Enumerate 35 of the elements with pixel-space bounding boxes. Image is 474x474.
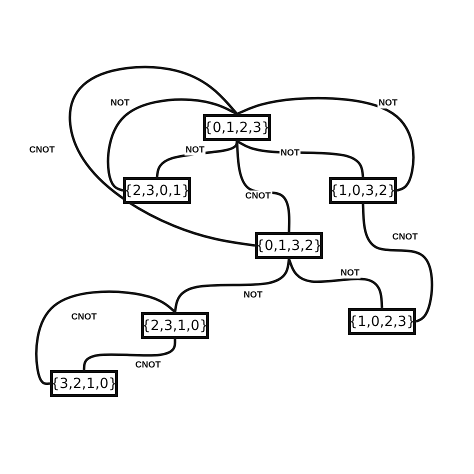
state-box <box>329 177 397 204</box>
edge-label: CNOT <box>134 360 162 370</box>
connector-line <box>156 140 238 178</box>
state-label: {2,3,0,1} <box>124 182 190 198</box>
edge-label: CNOT <box>28 144 56 156</box>
state-box <box>141 312 209 339</box>
connector-line <box>288 258 384 308</box>
connector-line <box>236 96 415 192</box>
state-box <box>348 308 416 335</box>
connector-line <box>174 258 290 312</box>
connector-line <box>106 98 238 192</box>
connector-line <box>35 290 176 385</box>
state-box <box>203 114 271 141</box>
connector-line <box>68 66 256 247</box>
edge-label: NOT <box>110 98 130 108</box>
connector-line <box>362 204 434 323</box>
edge-label: NOT <box>184 144 206 156</box>
state-box <box>50 370 118 397</box>
state-label: {0,1,2,3} <box>204 120 270 136</box>
state-box <box>123 177 191 204</box>
state-label: {1,0,3,2} <box>330 182 396 198</box>
state-label: {3,2,1,0} <box>50 376 118 392</box>
edge-label: CNOT <box>244 190 272 202</box>
edge-label: NOT <box>340 268 360 278</box>
edge-label: CNOT <box>391 232 419 242</box>
state-label: {0,1,3,2} <box>256 238 322 254</box>
edge-label: NOT <box>378 98 398 108</box>
connector-line <box>236 140 364 178</box>
edge-label: NOT <box>242 290 264 300</box>
state-label: {1,0,2,3} <box>348 314 416 330</box>
state-box <box>255 232 323 259</box>
edge-label: CNOT <box>70 312 98 322</box>
state-label: {2,3,1,0} <box>142 318 208 334</box>
connector-line <box>236 140 290 232</box>
edge-label: NOT <box>280 148 300 158</box>
